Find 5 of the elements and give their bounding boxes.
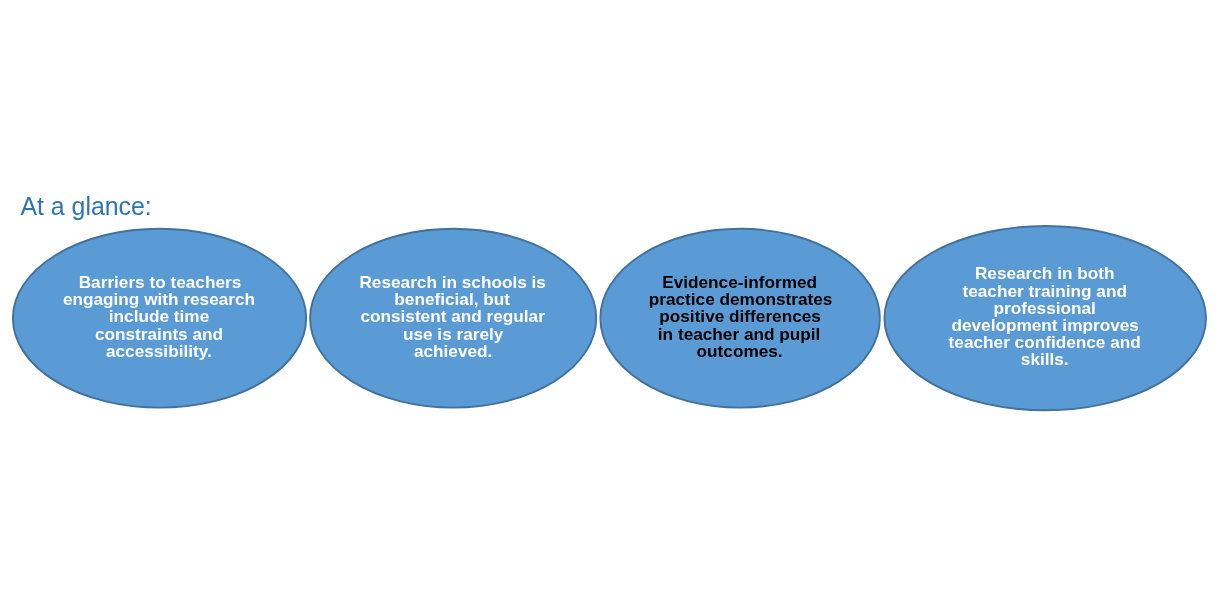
node-ellipse: Evidence-informed practice demonstrates positive differences in teacher and pupil outcomes. (599, 227, 881, 409)
node-ellipse: Research in both teacher training and professional development improves teacher confidence and skills. (883, 224, 1207, 411)
diagram-title: At a glance: (20, 191, 152, 220)
node-ellipse: Barriers to teachers engaging with research include time constraints and accessibility. (11, 227, 308, 409)
node-ellipse: Research in schools is beneficial, but consistent and regular use is rarely achieved. (309, 227, 598, 409)
